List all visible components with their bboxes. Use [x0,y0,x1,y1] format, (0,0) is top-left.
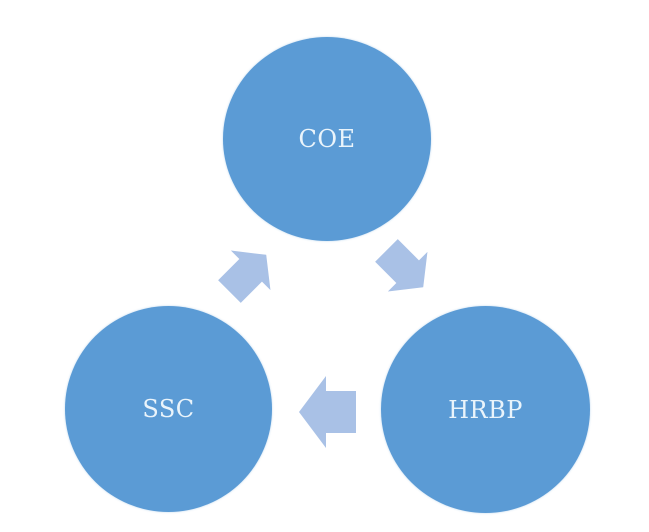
node-hrbp: HRBP [381,306,590,513]
node-label-hrbp: HRBP [448,395,523,424]
arrow-hrbp-to-ssc-icon [299,376,356,448]
node-label-ssc: SSC [142,395,195,423]
arrow-coe-to-hrbp-icon [375,239,428,292]
node-label-coe: COE [298,125,356,153]
node-coe: COE [223,37,431,241]
arrow-ssc-to-coe-icon [218,250,271,303]
node-ssc: SSC [65,306,272,512]
